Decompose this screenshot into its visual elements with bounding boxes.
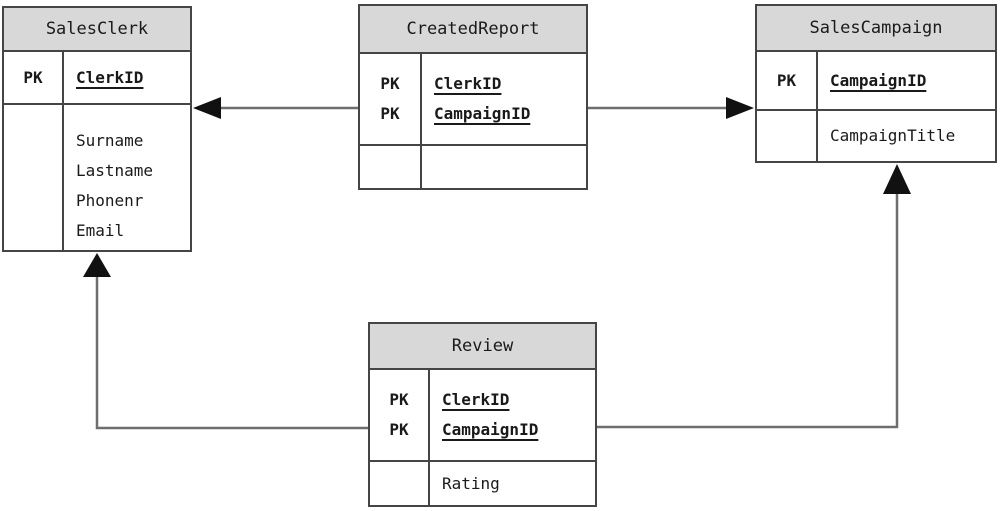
pk-attr-column: ClerkID CampaignID [430, 370, 595, 460]
pk-attribute-name: CampaignID [830, 70, 927, 90]
arrowhead-up-left-icon [83, 253, 111, 277]
relationship-line-review-salescampaign [597, 194, 899, 429]
entity-title-salesclerk: SalesClerk [4, 8, 190, 52]
entity-body-review: PK PK ClerkID CampaignID Rating [370, 370, 595, 505]
attribute-section: Surname Lastname Phonenr Email [4, 103, 190, 250]
attribute-column: Rating [430, 462, 595, 505]
pk-section: PK PK ClerkID CampaignID [370, 370, 595, 460]
arrowhead-left-icon [193, 97, 221, 119]
pk-section: PK ClerkID [4, 52, 190, 103]
attribute-column: CampaignTitle [818, 111, 995, 161]
entity-salescampaign: SalesCampaign PK CampaignID CampaignTitl… [755, 4, 997, 163]
pk-label: PK [389, 420, 409, 439]
attribute-section [360, 144, 586, 188]
entity-title-createdreport: CreatedReport [360, 6, 586, 54]
pk-section: PK PK ClerkID CampaignID [360, 54, 586, 144]
pk-attr-column: CampaignID [818, 52, 995, 109]
pk-key-column: PK [757, 52, 818, 109]
arrowhead-right-icon [726, 97, 754, 119]
pk-label: PK [380, 104, 400, 123]
attribute-name: Lastname [76, 161, 154, 180]
pk-attribute-name: ClerkID [442, 390, 510, 409]
pk-key-column: PK PK [370, 370, 430, 460]
entity-title-review: Review [370, 324, 595, 370]
pk-label: PK [389, 390, 409, 409]
pk-attribute-name: ClerkID [434, 74, 502, 93]
attribute-column: Surname Lastname Phonenr Email [64, 105, 190, 250]
relationship-line-review-salesclerk [95, 276, 368, 430]
entity-body-salesclerk: PK ClerkID Surname Lastname Phonenr Emai… [4, 52, 190, 250]
pk-key-column: PK PK [360, 54, 422, 144]
pk-key-column [757, 111, 818, 161]
entity-body-createdreport: PK PK ClerkID CampaignID [360, 54, 586, 188]
pk-key-column: PK [4, 52, 64, 103]
entity-createdreport: CreatedReport PK PK ClerkID CampaignID [358, 4, 588, 190]
pk-label: PK [23, 67, 43, 87]
pk-attribute-name: CampaignID [434, 104, 531, 123]
pk-attribute-name: ClerkID [76, 67, 144, 87]
arrowhead-up-right-icon [883, 164, 911, 194]
pk-key-column [4, 105, 64, 250]
pk-label: PK [776, 70, 797, 90]
attribute-section: Rating [370, 460, 595, 505]
pk-attr-column: ClerkID [64, 52, 190, 103]
attribute-name: Phonenr [76, 191, 144, 210]
entity-salesclerk: SalesClerk PK ClerkID Surname Lastname P… [2, 6, 192, 252]
attribute-name: Rating [442, 473, 500, 493]
pk-label: PK [380, 74, 400, 93]
pk-attribute-name: CampaignID [442, 420, 539, 439]
attribute-name: CampaignTitle [830, 126, 956, 145]
pk-key-column [360, 146, 422, 188]
entity-title-salescampaign: SalesCampaign [757, 6, 995, 52]
pk-section: PK CampaignID [757, 52, 995, 109]
attribute-name: Surname [76, 131, 144, 150]
entity-review: Review PK PK ClerkID CampaignID Rating [368, 322, 597, 507]
attribute-section: CampaignTitle [757, 109, 995, 161]
attribute-column [422, 146, 586, 188]
pk-key-column [370, 462, 430, 505]
pk-attr-column: ClerkID CampaignID [422, 54, 586, 144]
attribute-name: Email [76, 221, 125, 240]
entity-body-salescampaign: PK CampaignID CampaignTitle [757, 52, 995, 161]
